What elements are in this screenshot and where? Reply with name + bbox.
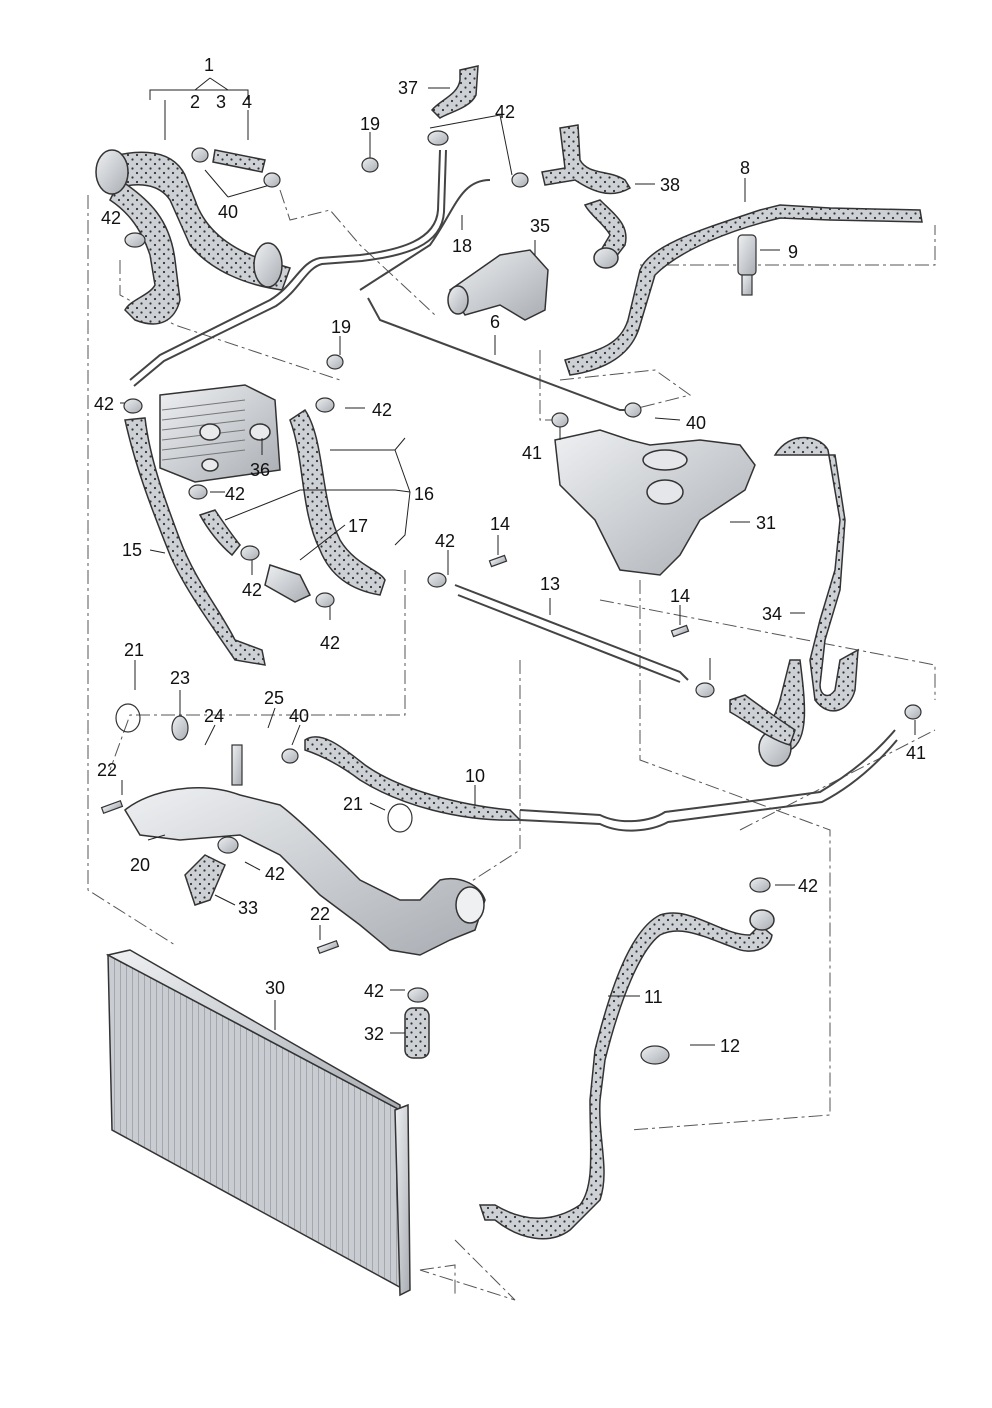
callout-3: 3: [216, 92, 227, 112]
callout-42: 42: [372, 400, 393, 420]
hose-32: [404, 1007, 430, 1059]
callout-41: 41: [522, 443, 543, 463]
hose-8: [564, 204, 923, 376]
line-10: [519, 729, 898, 832]
callout-42: 42: [101, 208, 122, 228]
pipe-18: [129, 149, 491, 387]
pipe-13: [454, 584, 689, 683]
callout-33: 33: [238, 898, 259, 918]
callout-11: 11: [644, 987, 663, 1007]
hose-34: [729, 436, 859, 767]
callout-8: 8: [740, 158, 751, 178]
callout-19: 19: [331, 317, 352, 337]
callout-42: 42: [225, 484, 246, 504]
leader-lines: [120, 77, 916, 1046]
callout-32: 32: [364, 1024, 385, 1044]
callout-42: 42: [94, 394, 115, 414]
callout-40: 40: [289, 706, 310, 726]
callout-31: 31: [756, 513, 777, 533]
manifold-20: [124, 787, 486, 956]
callout-35: 35: [530, 216, 551, 236]
oil-cooler-36: [159, 384, 281, 483]
hose-10: [304, 736, 522, 821]
hose-11: [478, 909, 775, 1240]
callout-30: 30: [265, 978, 286, 998]
callout-38: 38: [660, 175, 681, 195]
callout-6: 6: [490, 312, 501, 332]
callout-1: 1: [204, 55, 215, 75]
hose-33: [184, 854, 226, 906]
callout-25: 25: [264, 688, 285, 708]
callout-9: 9: [788, 242, 799, 262]
callout-42: 42: [265, 864, 286, 884]
callout-14: 14: [670, 586, 691, 606]
hose-16a: [289, 408, 386, 596]
expansion-tank-31: [554, 429, 756, 576]
hose-16b: [198, 509, 241, 557]
callout-2: 2: [190, 92, 201, 112]
callout-40: 40: [686, 413, 707, 433]
hose-37: [430, 65, 479, 119]
callout-14: 14: [490, 514, 511, 534]
callout-23: 23: [170, 668, 191, 688]
callout-34: 34: [762, 604, 783, 624]
callout-42: 42: [242, 580, 263, 600]
clip-9: [737, 234, 757, 296]
callout-42: 42: [435, 531, 456, 551]
callout-42: 42: [495, 102, 516, 122]
hose-38: [541, 124, 632, 269]
callout-37: 37: [398, 78, 419, 98]
callout-42: 42: [798, 876, 819, 896]
hose-15: [124, 417, 266, 666]
hose-assembly-1: [95, 149, 291, 325]
callout-41: 41: [906, 743, 927, 763]
callout-21: 21: [124, 640, 145, 660]
callout-4: 4: [242, 92, 253, 112]
callout-20: 20: [130, 855, 151, 875]
callout-42: 42: [364, 981, 385, 1001]
callout-18: 18: [452, 236, 473, 256]
callout-40: 40: [218, 202, 239, 222]
callout-24: 24: [204, 706, 225, 726]
part-35: [447, 249, 549, 321]
callout-36: 36: [250, 460, 271, 480]
clips: [100, 130, 922, 1065]
callout-13: 13: [540, 574, 561, 594]
callout-19: 19: [360, 114, 381, 134]
callout-42: 42: [320, 633, 341, 653]
callout-10: 10: [465, 766, 486, 786]
callout-17: 17: [348, 516, 369, 536]
callout-15: 15: [122, 540, 143, 560]
callout-16: 16: [414, 484, 435, 504]
dashed-reference-lines: [87, 189, 936, 1301]
sensor-17: [264, 564, 312, 603]
callout-22: 22: [97, 760, 118, 780]
callout-12: 12: [720, 1036, 741, 1056]
callout-22: 22: [310, 904, 331, 924]
radiator-30: [105, 949, 411, 1297]
callout-21: 21: [343, 794, 364, 814]
